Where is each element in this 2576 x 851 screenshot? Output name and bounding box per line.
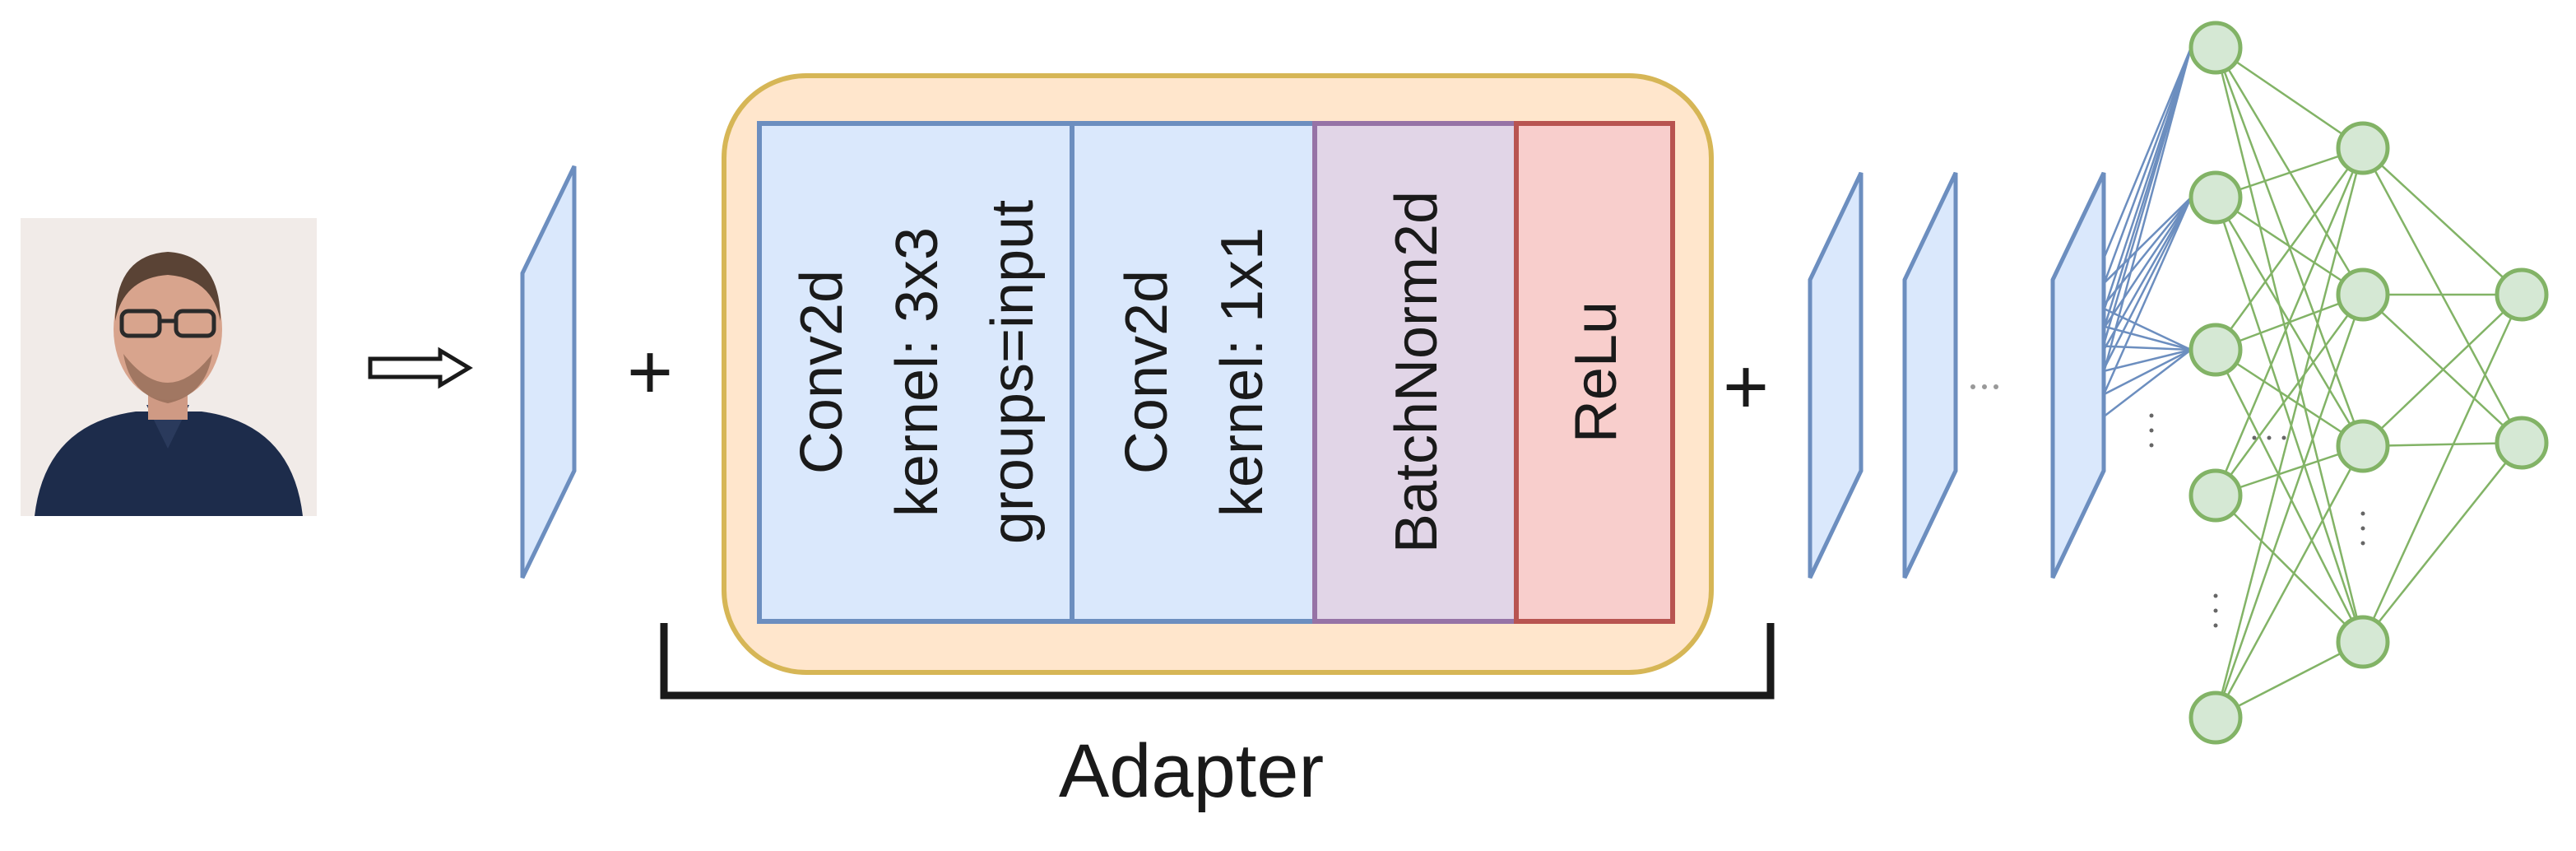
layer-conv-depthwise-line-2: groups=input (980, 200, 1046, 544)
photo-hair (115, 252, 220, 321)
input-feature-map (520, 165, 577, 579)
hidden-connection-19 (2214, 47, 2365, 295)
photo-beard (123, 354, 212, 403)
fm-connection-5 (2089, 321, 2192, 351)
adapter-layers: Conv2d kernel: 3x3 groups=input Conv2d kern… (757, 121, 1675, 624)
output-connection-41 (2362, 294, 2523, 444)
layer-conv-depthwise: Conv2d kernel: 3x3 groups=input (757, 121, 1074, 624)
neuron-layer1-2 (2188, 323, 2243, 377)
layer-conv-depthwise-line-0: Conv2d (789, 270, 855, 474)
layer-relu-box (1514, 121, 1675, 624)
hidden-connection-23 (2215, 196, 2364, 296)
layer-conv-pointwise-box (1070, 121, 1317, 624)
feature-map-3 (1902, 171, 1958, 579)
layer-conv-depthwise-line-1: kernel: 3x3 (884, 227, 950, 517)
layer-conv-depthwise-label: Conv2d kernel: 3x3 groups=input (789, 200, 1046, 544)
layer-batchnorm-label: BatchNorm2d (1384, 191, 1450, 553)
hidden-connection-18 (2215, 46, 2364, 150)
neuron-output-0 (2495, 267, 2549, 322)
output-connection-38 (2362, 147, 2523, 295)
fully-connected-network (2050, 21, 2549, 745)
feature-map-last (2050, 171, 2106, 579)
plus-sign-right: + (1723, 343, 1769, 431)
hidden-connection-37 (2215, 640, 2364, 719)
layer-conv-pointwise: Conv2d kernel: 1x1 (1070, 121, 1317, 624)
fm-connection-11 (2089, 348, 2192, 376)
layer-relu-line-0: ReLu (1563, 301, 1629, 443)
fm-connection-16 (2087, 197, 2193, 429)
input-person-photo (21, 218, 317, 516)
hidden-connection-34 (2214, 147, 2365, 718)
hidden-connection-35 (2214, 294, 2365, 718)
layer-conv-pointwise-label: Conv2d kernel: 1x1 (1114, 227, 1275, 517)
neuron-layer1-1 (2188, 170, 2243, 225)
output-connection-44 (2361, 294, 2523, 643)
hidden-connection-31 (2214, 294, 2365, 496)
hidden-connection-36 (2214, 445, 2365, 718)
layer-relu-label: ReLu (1563, 301, 1629, 443)
fm-connection-15 (2087, 47, 2193, 429)
adapter-bracket (660, 623, 1775, 700)
neuron-layer1-0 (2188, 21, 2243, 75)
neuron-layer1-3 (2188, 468, 2243, 523)
layer-relu: ReLu (1514, 121, 1675, 624)
network-nodes (2188, 21, 2549, 745)
hidden-connection-21 (2214, 47, 2365, 643)
layer-conv-pointwise-line-0: Conv2d (1114, 270, 1180, 474)
hidden-connection-26 (2214, 147, 2365, 351)
fm-connection-17 (2088, 349, 2192, 429)
fm-connection-8 (2091, 344, 2192, 351)
hidden-connection-33 (2215, 495, 2364, 643)
feature-maps-ellipsis (1970, 384, 1998, 389)
neuron-output-1 (2495, 416, 2549, 470)
layer-batchnorm-line-0: BatchNorm2d (1384, 191, 1450, 553)
fm-connection-10 (2088, 197, 2193, 375)
neuron-layer2-2 (2336, 419, 2390, 473)
hidden-connection-30 (2214, 147, 2365, 496)
fm-connection-3 (2088, 47, 2193, 323)
hidden-connection-28 (2215, 348, 2364, 448)
hidden-connection-29 (2214, 349, 2365, 643)
output-connection-45 (2362, 442, 2523, 643)
neuron-layer2-1 (2336, 267, 2390, 322)
fm-connection-7 (2091, 197, 2193, 346)
photo-face (114, 258, 222, 400)
neuron-layer2-3 (2336, 615, 2390, 669)
output-connection-42 (2362, 294, 2523, 447)
neuron-layer1-4 (2188, 691, 2243, 745)
layer-conv-pointwise-line-1: kernel: 1x1 (1209, 227, 1275, 517)
plus-sign-left: + (627, 328, 673, 416)
layer-batchnorm-box (1312, 121, 1519, 624)
network-ellipses (2149, 413, 2365, 628)
adapter-caption: Adapter (1059, 729, 1324, 813)
neuron-layer2-0 (2336, 121, 2390, 175)
feature-map-2 (1808, 171, 1864, 579)
layer-batchnorm: BatchNorm2d (1312, 121, 1519, 624)
photo-shirt (35, 412, 303, 516)
hidden-connection-25 (2214, 197, 2365, 643)
right-hollow-arrow-icon (368, 346, 473, 389)
photo-glasses (119, 309, 216, 338)
network-connections (2085, 46, 2523, 719)
